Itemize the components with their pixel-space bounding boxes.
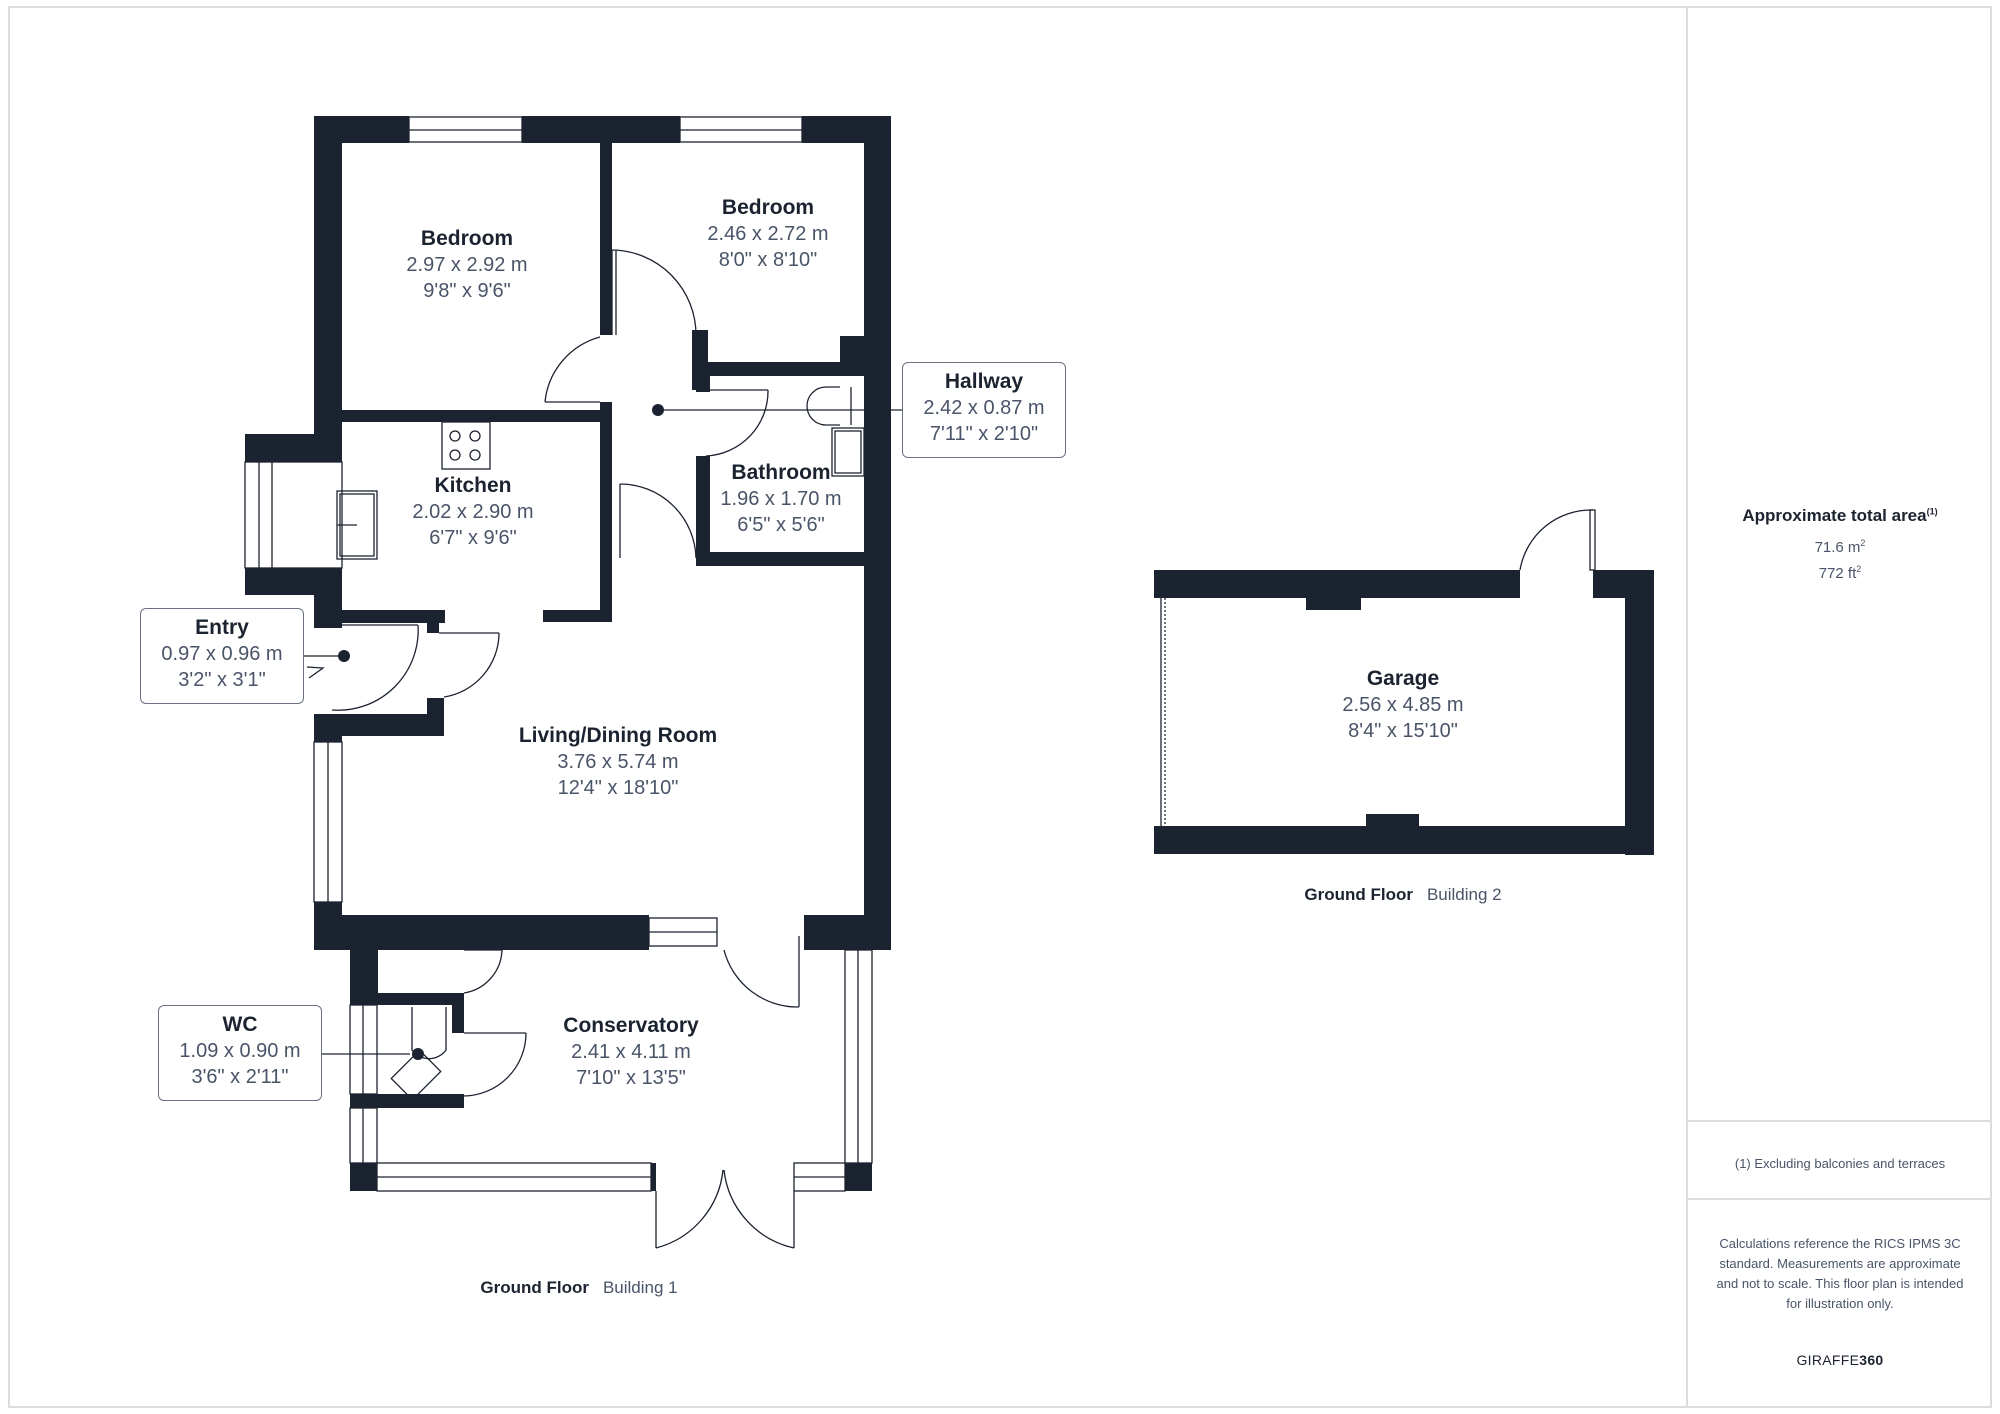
room-kitchen: Kitchen 2.02 x 2.90 m 6'7" x 9'6" (412, 473, 533, 551)
brand-logo: GIRAFFE360 (1688, 1352, 1992, 1368)
room-imperial: 12'4" x 18'10" (557, 777, 679, 799)
room-imperial: 9'8" x 9'6" (423, 280, 511, 302)
room-name: WC (222, 1013, 258, 1036)
room-metric: 2.41 x 4.11 m (571, 1041, 691, 1063)
room-imperial: 3'6" x 2'11" (191, 1066, 289, 1088)
area-m2-value: 71.6 m (1814, 539, 1861, 556)
room-metric: 2.02 x 2.90 m (412, 501, 534, 523)
floor-label-building-1: Ground Floor Building 1 (480, 1278, 677, 1298)
room-name: Kitchen (434, 474, 512, 497)
room-metric: 2.46 x 2.72 m (707, 223, 829, 245)
floor-name: Ground Floor (480, 1278, 589, 1297)
room-conservatory: Conservatory 2.41 x 4.11 m 7'10" x 13'5" (563, 1013, 698, 1091)
room-imperial: 6'7" x 9'6" (429, 527, 517, 549)
room-metric: 1.09 x 0.90 m (179, 1040, 301, 1062)
total-area-title: Approximate total area(1) (1688, 506, 1992, 526)
squared-marker: 2 (1860, 538, 1866, 548)
room-metric: 3.76 x 5.74 m (557, 751, 679, 773)
footnote-marker: (1) (1926, 506, 1938, 517)
room-name: Entry (195, 616, 249, 639)
room-imperial: 3'2" x 3'1" (178, 669, 266, 691)
total-area-block: Approximate total area(1) 71.6 m2 772 ft… (1688, 506, 1992, 582)
room-name: Bedroom (420, 227, 514, 250)
room-name: Hallway (944, 370, 1024, 393)
room-imperial: 6'5" x 5'6" (737, 514, 825, 536)
room-metric: 1.96 x 1.70 m (720, 488, 842, 510)
total-area-title-text: Approximate total area (1742, 506, 1927, 525)
room-metric: 2.56 x 4.85 m (1342, 694, 1464, 716)
room-imperial: 8'0" x 8'10" (718, 249, 818, 271)
brand-name: GIRAFFE (1796, 1352, 1860, 1368)
room-bedroom-1: Bedroom 2.97 x 2.92 m 9'8" x 9'6" (406, 226, 527, 304)
floor-name: Ground Floor (1304, 885, 1413, 904)
building-name: Building 2 (1426, 885, 1502, 904)
footnote-text: (1) Excluding balconies and terraces (1734, 1156, 1946, 1171)
floor-label-building-2: Ground Floor Building 2 (1304, 885, 1501, 905)
room-imperial: 7'10" x 13'5" (576, 1067, 686, 1089)
room-bedroom-2: Bedroom 2.46 x 2.72 m 8'0" x 8'10" (707, 195, 828, 273)
building-name: Building 1 (602, 1278, 678, 1297)
brand-number: 360 (1859, 1352, 1884, 1368)
disclaimer-text: Calculations reference the RICS IPMS 3C … (1716, 1236, 1964, 1311)
total-area-m2: 71.6 m2 (1688, 538, 1992, 556)
room-hallway-callout: Hallway 2.42 x 0.87 m 7'11" x 2'10" (902, 362, 1066, 458)
room-entry-callout: Entry 0.97 x 0.96 m 3'2" x 3'1" (140, 608, 304, 704)
room-bathroom: Bathroom 1.96 x 1.70 m 6'5" x 5'6" (720, 460, 841, 538)
total-area-ft2: 772 ft2 (1688, 564, 1992, 582)
room-imperial: 8'4" x 15'10" (1348, 720, 1458, 742)
room-garage: Garage 2.56 x 4.85 m 8'4" x 15'10" (1342, 666, 1463, 744)
room-wc-callout: WC 1.09 x 0.90 m 3'6" x 2'11" (158, 1005, 322, 1101)
room-metric: 2.42 x 0.87 m (923, 397, 1045, 419)
room-name: Bathroom (731, 461, 831, 484)
room-imperial: 7'11" x 2'10" (929, 423, 1039, 445)
room-name: Garage (1366, 667, 1440, 690)
squared-marker: 2 (1856, 564, 1862, 574)
page-frame (8, 6, 1992, 1408)
room-metric: 2.97 x 2.92 m (406, 254, 528, 276)
area-ft2-value: 772 ft (1818, 565, 1857, 582)
room-name: Bedroom (721, 196, 815, 219)
panel-divider (1688, 1198, 1992, 1200)
room-name: Living/Dining Room (518, 724, 718, 747)
panel-divider (1688, 1120, 1992, 1122)
room-metric: 0.97 x 0.96 m (161, 643, 283, 665)
summary-panel: Approximate total area(1) 71.6 m2 772 ft… (1686, 6, 1992, 1408)
room-living-dining: Living/Dining Room 3.76 x 5.74 m 12'4" x… (519, 723, 717, 801)
room-name: Conservatory (563, 1014, 699, 1037)
